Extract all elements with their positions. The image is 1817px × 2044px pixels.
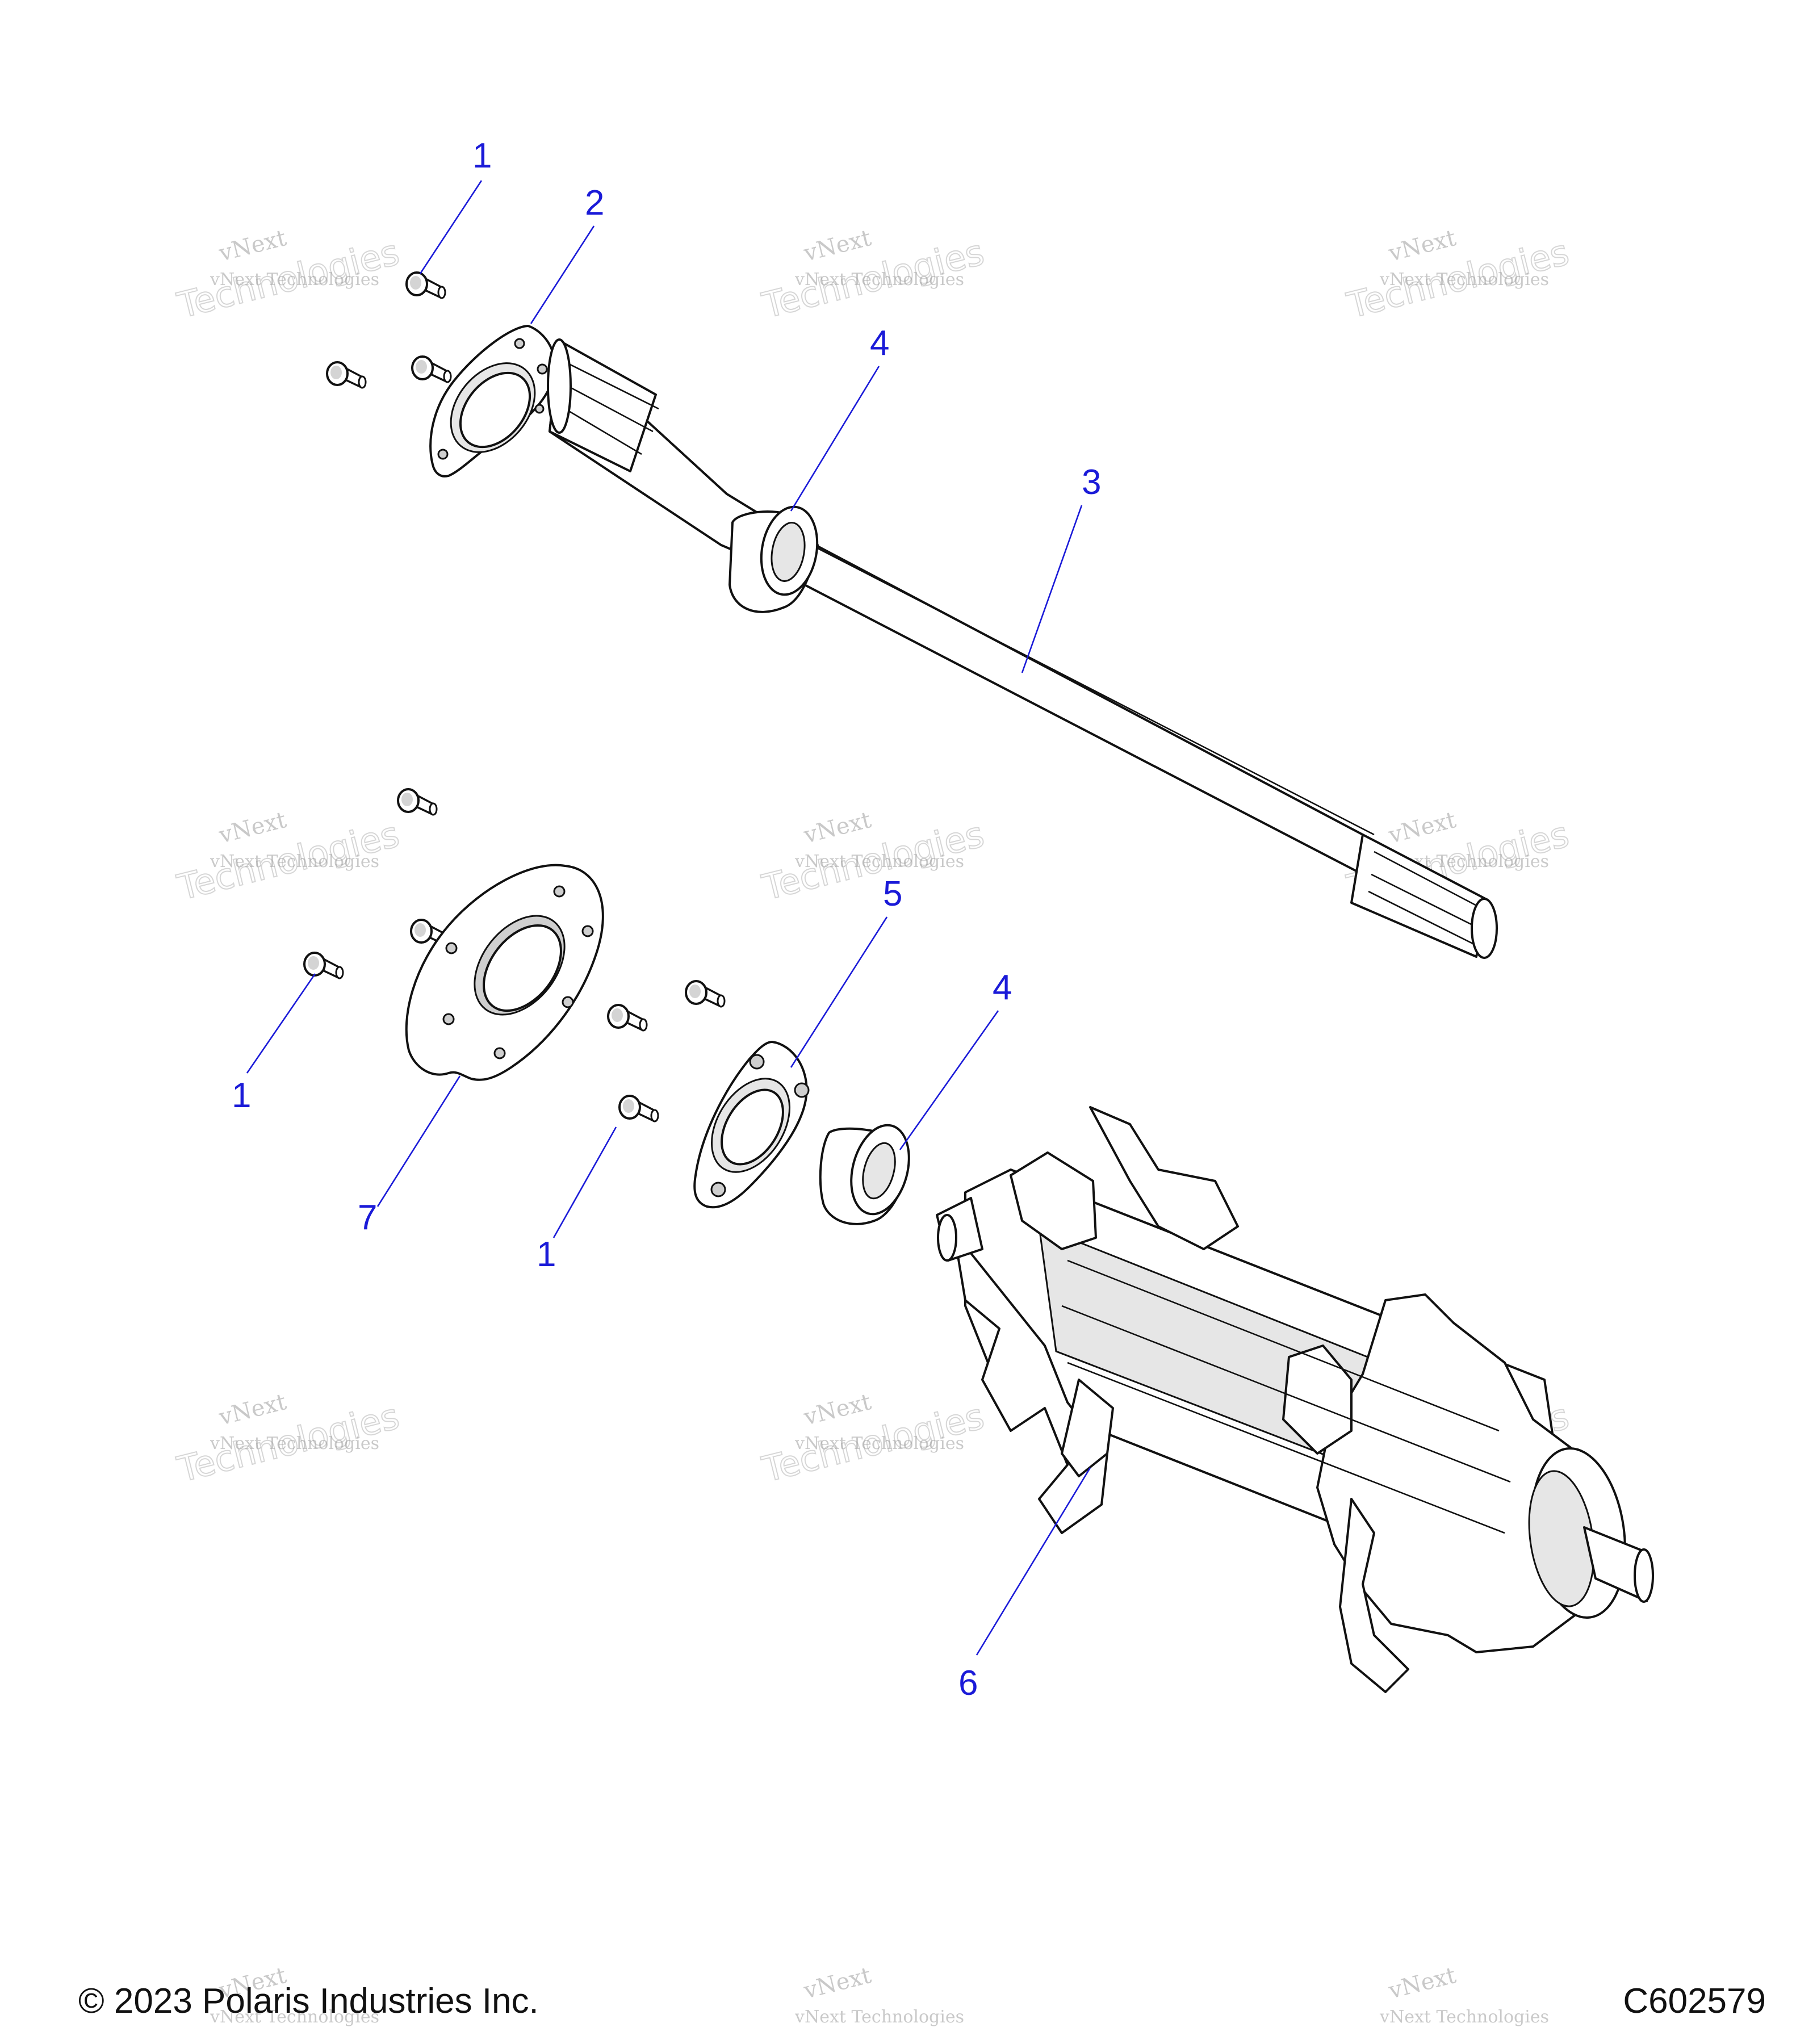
callout-label: 1 bbox=[537, 1235, 556, 1274]
drive-sprocket-part bbox=[936, 1106, 1654, 1693]
bolt-part bbox=[607, 1004, 648, 1032]
svg-text:vNext Technologies: vNext Technologies bbox=[794, 2007, 964, 2027]
bolt-part bbox=[326, 361, 367, 389]
callout-label: 1 bbox=[472, 136, 492, 175]
svg-text:vNext Technologies: vNext Technologies bbox=[1379, 2007, 1549, 2027]
svg-text:vNext: vNext bbox=[1385, 1962, 1458, 2004]
lower-flange-part bbox=[693, 1041, 810, 1209]
svg-text:Technologies: Technologies bbox=[173, 1395, 403, 1490]
bolt-part bbox=[685, 980, 726, 1008]
copyright-notice: © 2023 Polaris Industries Inc. bbox=[78, 1982, 539, 2021]
large-flange-part bbox=[405, 864, 604, 1081]
callout-label: 5 bbox=[883, 874, 902, 914]
svg-text:Technologies: Technologies bbox=[758, 231, 988, 326]
watermark: vNext vNext Technologies bbox=[1379, 1962, 1549, 2027]
upper-spacer-part bbox=[729, 505, 819, 613]
svg-text:Technologies: Technologies bbox=[758, 813, 988, 908]
shaft-part bbox=[547, 338, 1498, 959]
svg-text:vNext Technologies: vNext Technologies bbox=[794, 270, 964, 290]
svg-text:vNext Technologies: vNext Technologies bbox=[794, 1434, 964, 1454]
lower-spacer-part bbox=[819, 1124, 910, 1225]
svg-text:vNext Technologies: vNext Technologies bbox=[794, 852, 964, 872]
svg-text:Technologies: Technologies bbox=[1343, 231, 1573, 326]
callouts: 1 2 4 3 5 4 1 7 1 6 bbox=[232, 136, 1101, 1703]
svg-text:vNext Technologies: vNext Technologies bbox=[210, 270, 379, 290]
callout-label: 2 bbox=[585, 183, 604, 223]
bolt-part bbox=[618, 1095, 659, 1122]
svg-text:vNext Technologies: vNext Technologies bbox=[210, 852, 379, 872]
watermark: vNext vNext Technologies bbox=[794, 1962, 964, 2027]
bolt-part bbox=[405, 271, 446, 299]
svg-text:vNext Technologies: vNext Technologies bbox=[210, 1434, 379, 1454]
callout-label: 4 bbox=[870, 324, 889, 363]
callout-label: 6 bbox=[958, 1664, 978, 1703]
bolt-part bbox=[411, 355, 452, 383]
svg-text:Technologies: Technologies bbox=[173, 231, 403, 326]
figure-id: C602579 bbox=[1623, 1982, 1766, 2021]
svg-text:Technologies: Technologies bbox=[173, 813, 403, 908]
bolt-part bbox=[397, 788, 438, 816]
bolt-part bbox=[303, 952, 344, 979]
callout-label: 4 bbox=[993, 968, 1012, 1007]
svg-text:Technologies: Technologies bbox=[758, 1395, 988, 1490]
callout-label: 3 bbox=[1082, 463, 1101, 502]
callout-label: 7 bbox=[358, 1198, 377, 1237]
svg-text:vNext: vNext bbox=[801, 1962, 873, 2004]
callout-label: 1 bbox=[232, 1076, 251, 1115]
svg-text:vNext Technologies: vNext Technologies bbox=[210, 2007, 379, 2027]
svg-text:vNext Technologies: vNext Technologies bbox=[1379, 270, 1549, 290]
leader-lines bbox=[246, 180, 1091, 1656]
upper-flange-part bbox=[429, 325, 556, 478]
